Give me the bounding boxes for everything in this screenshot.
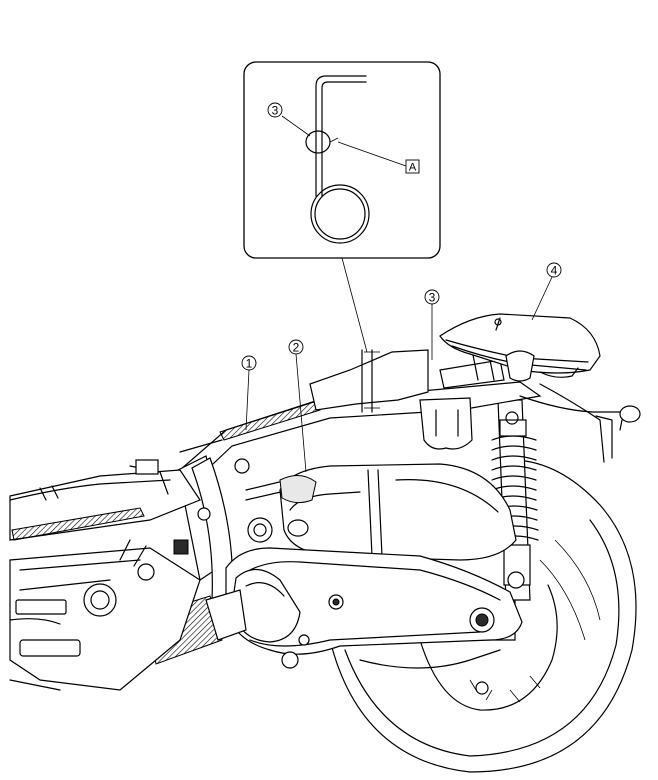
- callout-4-circle: [546, 262, 562, 278]
- inset-leader-line: [341, 257, 368, 353]
- detail-pipe: [315, 75, 367, 197]
- callout-3-circle: [424, 289, 440, 305]
- detail-callout-3-circle: [267, 102, 283, 118]
- callout-1-circle: [241, 355, 257, 371]
- detail-callout-3-label: 3: [272, 104, 279, 118]
- callout-4-label: 4: [551, 264, 558, 278]
- callout-3-label: 3: [429, 291, 436, 305]
- callout-3: 3: [424, 289, 440, 360]
- detail-loop: [310, 184, 370, 244]
- detail-inset: 3 A: [243, 61, 441, 259]
- air-filter-case: [279, 463, 517, 561]
- callout-1: 1: [241, 355, 257, 431]
- detail-ref-a-label: A: [409, 162, 417, 174]
- rear-component-4: [439, 313, 601, 382]
- main-frame: [177, 339, 641, 601]
- callout-2-circle: [288, 339, 304, 355]
- rear-wheel: [329, 459, 637, 773]
- callout-2-label: 2: [293, 341, 300, 355]
- callout-4: 4: [531, 262, 562, 321]
- callout-1-label: 1: [246, 357, 253, 371]
- callout-2: 2: [288, 339, 307, 473]
- detail-ref-a-box: [405, 159, 420, 174]
- drive-belt-case: [225, 547, 523, 669]
- engine-and-left-frame: [9, 439, 317, 691]
